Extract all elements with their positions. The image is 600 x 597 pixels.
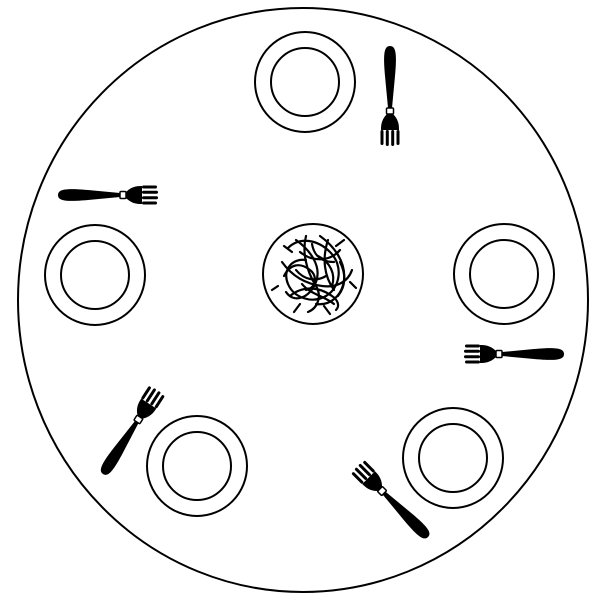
plate-icon-bottom-left bbox=[147, 416, 247, 516]
noodle-bowl-icon bbox=[263, 224, 363, 324]
plate-icon-bottom-right bbox=[403, 408, 503, 508]
plate-icon-left bbox=[45, 225, 145, 325]
plate-icon-top bbox=[255, 32, 355, 132]
plate-icon-right bbox=[454, 224, 554, 324]
